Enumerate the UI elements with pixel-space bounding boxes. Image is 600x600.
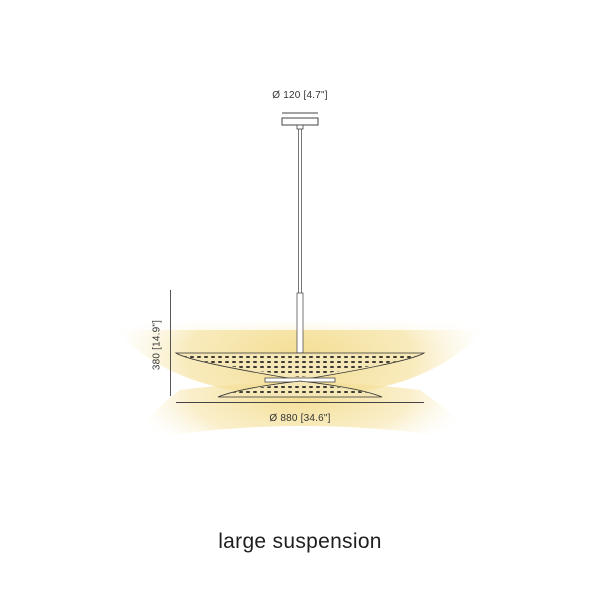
- product-title: large suspension: [218, 530, 382, 553]
- lower-shade: [217, 380, 383, 398]
- shade-diameter-label: Ø 880 [34.6"]: [269, 413, 331, 424]
- suspension-rod: [296, 129, 304, 354]
- dimension-lines: [170, 290, 424, 403]
- ceiling-canopy: [281, 112, 319, 130]
- canopy-diameter-label: Ø 120 [4.7"]: [272, 90, 328, 101]
- height-label: 380 [14.9"]: [151, 319, 163, 371]
